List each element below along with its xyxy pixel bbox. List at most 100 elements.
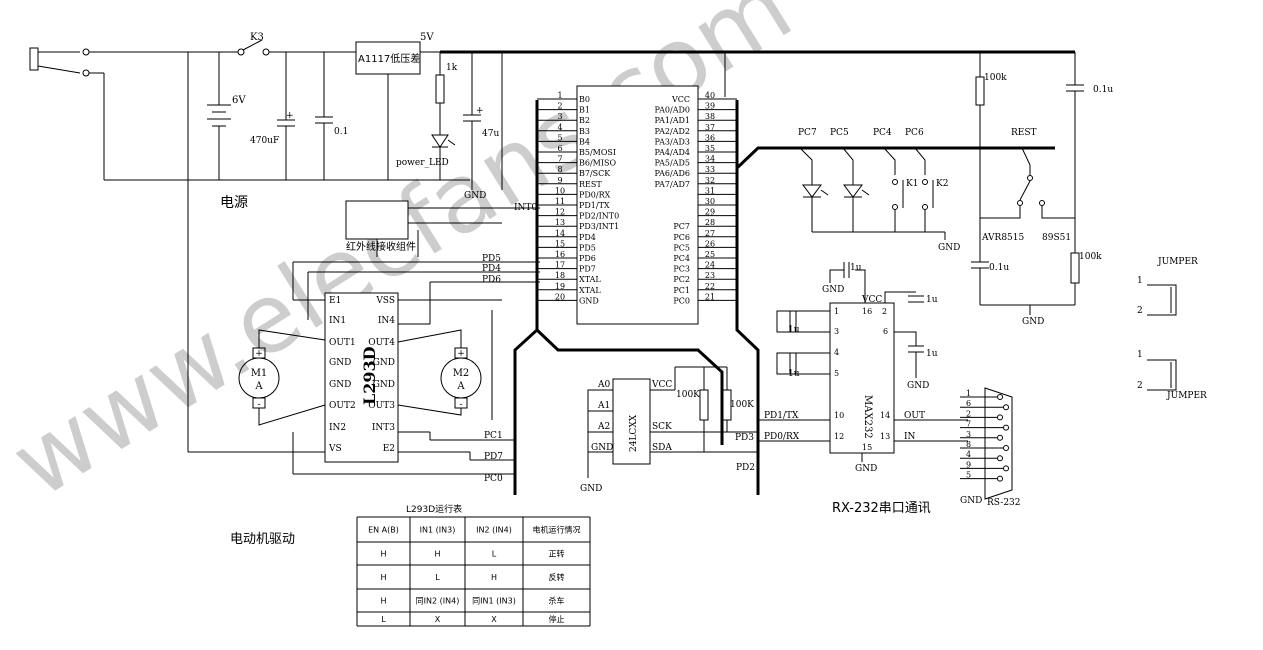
eeprom-label: 24LCXX [629, 414, 639, 452]
db9-pin [1003, 465, 1009, 472]
cap-left2-label: 1u [788, 369, 800, 379]
mcu-pin-name: PC7 [673, 222, 690, 231]
cap-pin2-label: 1u [926, 295, 938, 305]
mcu-pin-number: 17 [555, 261, 565, 270]
mcu-pin-name: B1 [579, 106, 590, 115]
mcu-pin-number: 10 [555, 186, 565, 195]
db9-pin [997, 394, 1003, 400]
l293d-pin-name: VSS [375, 296, 395, 306]
k2-label: K2 [936, 179, 948, 189]
mcu-pin-number: 21 [705, 292, 715, 301]
lower-bus [535, 328, 724, 445]
eeprom-r1-label: 100K [676, 390, 700, 400]
m2-label: M2 [453, 368, 470, 379]
max232-pin10: 10 [834, 411, 844, 420]
mcu-pin-name: GND [579, 296, 599, 305]
max232-pin5: 5 [834, 369, 839, 378]
reset-r1-label: 100k [984, 73, 1007, 83]
table-cell: X [435, 615, 441, 624]
table-cell: H [380, 573, 386, 582]
mcu-pin-name: PA3/AD3 [655, 137, 691, 146]
max232-chip [829, 302, 895, 454]
eeprom-r1 [699, 389, 709, 421]
mcu-pin-name: PA6/AD6 [655, 169, 691, 178]
avr-label: AVR8515 [981, 233, 1025, 243]
power-gnd: GND [464, 191, 486, 201]
max232-pin4: 4 [834, 348, 839, 357]
l293d-pin-name: IN2 [329, 423, 346, 433]
table-header-cell: IN1 (IN3) [420, 526, 456, 535]
label-pc5: PC5 [830, 128, 849, 138]
l293d-pin-name: GND [373, 380, 395, 390]
db9-pin [997, 475, 1003, 482]
table-cell: L [492, 550, 497, 559]
portc-section: PC7 PC5 PC4 PC6 K1 K2 GND [798, 128, 960, 253]
mcu-pin-name: VCC [671, 95, 690, 104]
led-label: power_LED [396, 158, 449, 168]
mcu-pin-name: PA1/AD1 [655, 116, 691, 125]
mcu-pin-name: B4 [579, 137, 590, 146]
db9-pin-number: 5 [966, 471, 971, 480]
ir-receiver: 红外线接收组件 [345, 200, 540, 257]
l293d-chip [324, 292, 399, 463]
mcu-pin-number: 3 [557, 112, 562, 121]
l293d-pin-name: INT3 [372, 423, 395, 433]
led-pc7-icon [802, 184, 822, 198]
reset-r1 [975, 76, 985, 106]
max232-pin2: 2 [882, 307, 887, 316]
mcu-pin-name: PD4 [579, 233, 596, 242]
portc-bus [735, 146, 1055, 170]
mcu-pin-number: 20 [555, 292, 565, 301]
max232-gnd-bottom: GND [855, 464, 877, 474]
cap-left1-label: 1u [788, 325, 800, 335]
left-bus [513, 100, 539, 495]
mcu-pin-name: PC4 [673, 254, 690, 263]
jumper2-pin2: 2 [1137, 381, 1143, 391]
mcu-pin-number: 18 [555, 271, 565, 280]
svg-text:+: + [476, 106, 484, 116]
mcu-pin-name: B7/SCK [579, 169, 611, 178]
l293d-pin-name: E2 [383, 444, 395, 454]
mcu-pin-number: 39 [705, 102, 715, 111]
eeprom-sda: SDA [652, 443, 672, 453]
jumper2 [1147, 359, 1172, 391]
switch-k1 [892, 179, 898, 185]
l293d-label: L293D [360, 346, 379, 405]
db9-pin-number: 7 [966, 420, 971, 429]
eeprom-chip [612, 378, 651, 465]
table-cell: 停止 [549, 614, 565, 624]
out-voltage: 5V [420, 32, 434, 43]
table-cell: 杀车 [549, 596, 565, 606]
db9-pin [1003, 445, 1009, 451]
mcu-pin-number: 5 [557, 133, 562, 142]
mcu-pin-number: 11 [555, 197, 565, 206]
mcu-pin-number: 2 [557, 102, 562, 111]
max232-pin6: 6 [883, 327, 888, 336]
eeprom-r2-label: 100K [730, 400, 754, 410]
mcu-pin-number: 14 [555, 229, 565, 238]
l293d-pin-name: IN4 [378, 316, 395, 326]
mcu-pin-name: PD1/TX [579, 201, 610, 210]
net-pd4: PD4 [482, 264, 501, 274]
net-pc1: PC1 [484, 431, 503, 441]
jumper1-label: JUMPER [1157, 257, 1198, 267]
eeprom-gnd: GND [580, 484, 602, 494]
mcu-pin-name: PD5 [579, 243, 596, 252]
table-title: L293D运行表 [406, 503, 462, 515]
m2-a: A [456, 381, 465, 392]
net-pd3: PD3 [735, 433, 754, 443]
jumper2-pin1: 1 [1137, 350, 1143, 360]
mcu-pin-number: 23 [705, 271, 715, 280]
table-cell: 同IN1 (IN3) [472, 597, 516, 606]
mcu-pin-name: PD3/INT1 [579, 222, 619, 231]
db9-pin-number: 8 [966, 440, 971, 449]
max232-pin3: 3 [834, 327, 839, 336]
db9-pin-number: 3 [966, 430, 971, 439]
l293d-pin-name: IN1 [329, 316, 346, 326]
db9-pin [1003, 404, 1009, 411]
switch-k3 [237, 48, 245, 56]
